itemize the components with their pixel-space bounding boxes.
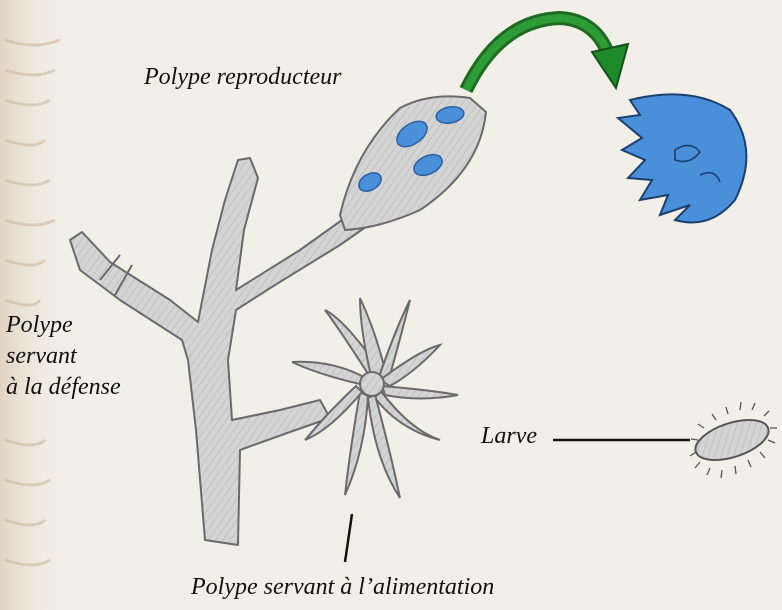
feeding-polyp — [292, 298, 458, 498]
release-arrow — [466, 18, 628, 90]
label-larva: Larve — [481, 421, 537, 451]
label-defense-polyp: Polype servant à la défense — [6, 310, 121, 403]
reproductive-polyp — [340, 96, 486, 230]
label-reproductive-polyp: Polype reproducteur — [144, 62, 342, 92]
medusa — [618, 94, 746, 222]
planula-larva — [690, 402, 777, 478]
label-defense-line: servant — [6, 341, 121, 372]
label-defense-line: Polype — [6, 310, 121, 341]
coral-background-texture — [0, 0, 70, 610]
label-feeding-polyp: Polype servant à l’alimentation — [191, 572, 494, 602]
feeding-polyp-leader-line — [345, 514, 352, 562]
label-defense-line: à la défense — [6, 372, 121, 403]
